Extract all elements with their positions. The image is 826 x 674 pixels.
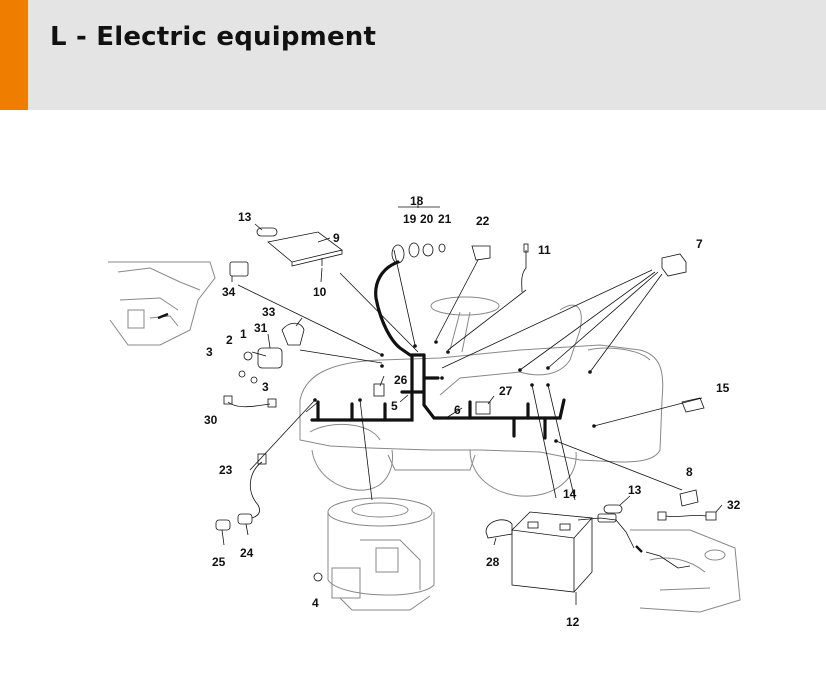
part-label-7: 7 (696, 237, 703, 251)
part-label-9: 9 (333, 231, 340, 245)
inset-rear-sketch (630, 529, 741, 613)
part-label-23: 23 (219, 463, 233, 477)
page-header: L - Electric equipment (0, 0, 826, 110)
part-label-34: 34 (222, 285, 236, 299)
part-label-13-bottom: 13 (628, 483, 642, 497)
part-label-24: 24 (240, 546, 254, 560)
part-label-31: 31 (254, 321, 268, 335)
inset-dashboard-sketch (108, 261, 216, 346)
engine-illustration (327, 497, 435, 611)
battery-illustration (511, 511, 593, 593)
part-label-6: 6 (454, 403, 461, 417)
part-label-21: 21 (438, 212, 452, 226)
part-label-3-right: 3 (262, 380, 269, 394)
part-label-14: 14 (563, 487, 577, 501)
part-label-27: 27 (499, 384, 513, 398)
part-label-12: 12 (566, 615, 580, 629)
part-label-33: 33 (262, 305, 276, 319)
part-label-22: 22 (476, 214, 490, 228)
wiring-harness (310, 260, 566, 440)
part-label-10: 10 (313, 285, 327, 299)
part-label-5: 5 (391, 399, 398, 413)
part-label-3-left: 3 (206, 345, 213, 359)
leader-lines (221, 196, 723, 605)
part-sketches (157, 227, 717, 582)
tractor-outline (299, 296, 664, 497)
part-label-11: 11 (538, 243, 551, 257)
part-label-19: 19 (403, 212, 417, 226)
page-title: L - Electric equipment (50, 22, 377, 52)
part-label-32: 32 (727, 498, 741, 512)
connection-dots (313, 340, 596, 443)
part-label-25: 25 (212, 555, 226, 569)
part-label-18: 18 (410, 194, 424, 208)
header-accent-bar (0, 0, 28, 110)
part-label-30: 30 (204, 413, 218, 427)
part-number-labels: 13 9 10 34 33 31 1 2 3 3 30 23 24 25 4 1… (204, 194, 741, 629)
part-label-13-top: 13 (238, 210, 252, 224)
part-label-28: 28 (486, 555, 500, 569)
part-label-20: 20 (420, 212, 434, 226)
part-label-1: 1 (240, 327, 247, 341)
part-label-26: 26 (394, 373, 408, 387)
part-label-8: 8 (686, 465, 693, 479)
part-label-15: 15 (716, 381, 730, 395)
part-label-2: 2 (226, 333, 233, 347)
part-label-4: 4 (312, 596, 319, 610)
